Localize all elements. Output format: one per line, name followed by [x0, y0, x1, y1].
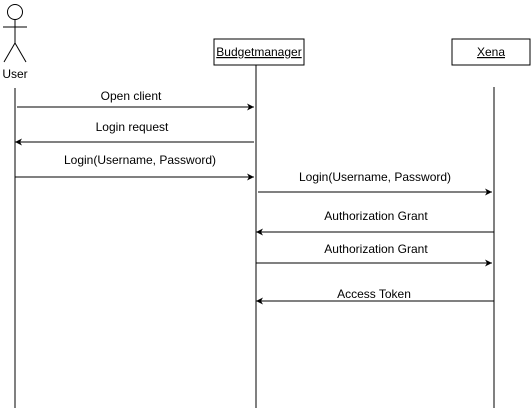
message-5: Authorization Grant — [256, 242, 492, 267]
participant-box-xena — [451, 38, 531, 66]
participant-user: User — [2, 4, 28, 81]
message-4: Authorization Grant — [256, 209, 494, 236]
message-label: Open client — [101, 89, 162, 103]
message-6: Access Token — [256, 287, 494, 305]
message-2: Login(Username, Password) — [15, 153, 254, 181]
participant-label-user: User — [2, 67, 27, 81]
message-label: Authorization Grant — [324, 242, 428, 256]
message-label: Login(Username, Password) — [64, 153, 216, 167]
message-label: Login request — [96, 120, 169, 134]
participant-label-xena: Xena — [477, 45, 505, 59]
participant-box-budgetmanager — [213, 38, 305, 66]
message-label: Authorization Grant — [324, 209, 428, 223]
message-label: Login(Username, Password) — [299, 170, 451, 184]
message-0: Open client — [17, 89, 254, 111]
message-label: Access Token — [337, 287, 411, 301]
participant-xena: Xena — [451, 38, 531, 66]
participant-label-budgetmanager: Budgetmanager — [216, 45, 301, 59]
message-3: Login(Username, Password) — [258, 170, 492, 196]
message-1: Login request — [15, 120, 254, 146]
participant-budgetmanager: Budgetmanager — [213, 38, 305, 66]
actor-icon — [3, 4, 27, 63]
